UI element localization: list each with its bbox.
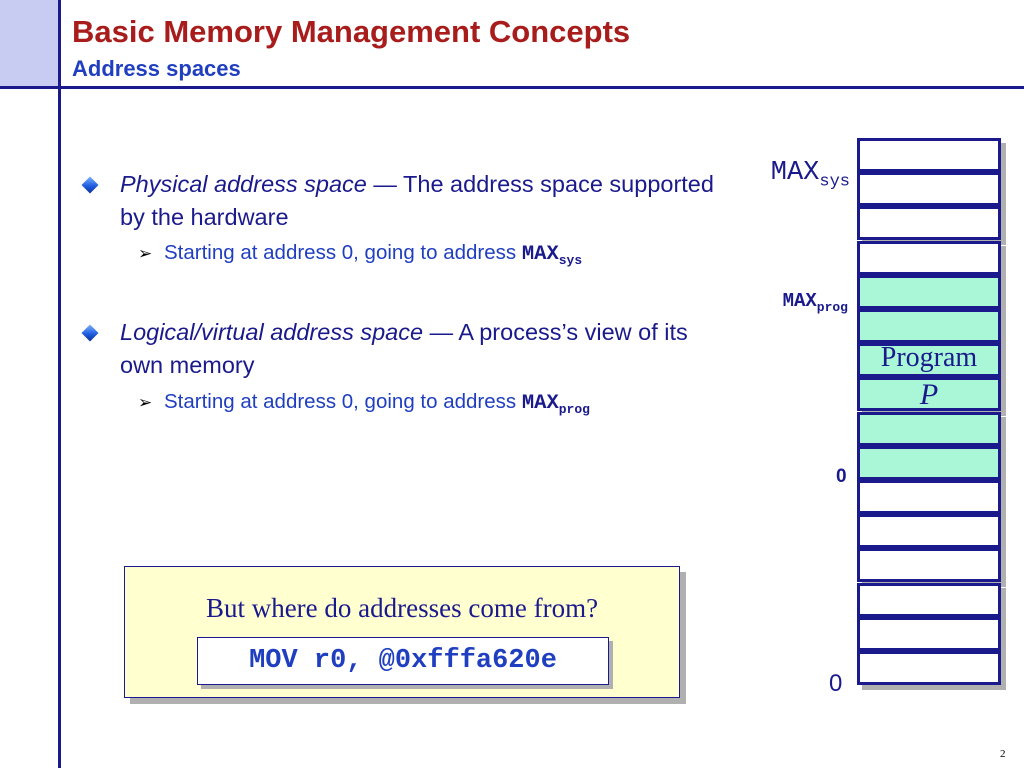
header-divider (58, 86, 1024, 89)
sub-bullet-text: Starting at address 0, going to address (164, 241, 522, 264)
physical-zero-label: 0 (829, 670, 843, 697)
memory-cell (857, 616, 1001, 651)
max-sys-text: MAX (770, 158, 820, 188)
bullet-term: Physical address space (120, 171, 367, 197)
code-text: MAX (521, 392, 559, 415)
left-divider (58, 86, 61, 768)
corner-decoration (0, 0, 61, 89)
memory-cell-program (857, 411, 1001, 446)
memory-cell-program (857, 343, 1001, 378)
program-label: Program (880, 342, 978, 373)
slide-title: Basic Memory Management Concepts (72, 14, 631, 49)
slide-subtitle: Address spaces (72, 56, 241, 81)
sub-bullet-physical: ➢ Starting at address 0, going to address… (138, 241, 582, 268)
sub-bullet-text: Starting at address 0, going to address (164, 390, 522, 413)
arrow-bullet-icon: ➢ (138, 244, 153, 263)
memory-cell-program (857, 309, 1001, 343)
bullet-term: Logical/virtual address space (120, 319, 424, 345)
memory-cell (857, 651, 1001, 685)
memory-cell (857, 480, 1001, 514)
memory-cell (857, 514, 1001, 549)
program-label-p: P (919, 378, 939, 411)
max-prog-label: MAXprog (783, 290, 848, 315)
max-sys-subscript: sys (819, 172, 850, 192)
bullet-description: A process’s view of its own memory (120, 319, 688, 378)
code-subscript: prog (558, 402, 590, 418)
max-prog-code: MAXprog (521, 392, 590, 418)
question-box: But where do addresses come from? MOV r0… (124, 566, 680, 698)
memory-cell (857, 582, 1001, 617)
bullet-physical-address-space: Physical address space — The address spa… (120, 168, 720, 234)
memory-cell (857, 172, 1001, 207)
bullet-description: The address space supported by the hardw… (120, 171, 714, 230)
memory-cell-program (857, 274, 1001, 309)
bullet-diamond-icon (81, 176, 99, 194)
memory-cell-program (857, 377, 1001, 412)
max-prog-text: MAX (782, 290, 817, 312)
page-number: 2 (1000, 748, 1006, 760)
code-box: MOV r0, @0xfffa620e (197, 637, 609, 685)
bullet-dash: — (423, 319, 459, 345)
arrow-bullet-icon: ➢ (138, 393, 153, 412)
question-text: But where do addresses come from? (205, 593, 599, 623)
memory-cell (857, 548, 1001, 583)
sub-bullet-logical: ➢ Starting at address 0, going to address… (138, 390, 590, 417)
bullet-dash: — (366, 171, 404, 197)
code-subscript: sys (558, 253, 583, 269)
max-prog-subscript: prog (816, 299, 848, 315)
memory-cell (857, 138, 1001, 172)
memory-cell (857, 240, 1001, 275)
code-text: MAX (521, 243, 559, 266)
max-sys-label: MAXsys (771, 158, 850, 191)
program-zero-label: 0 (836, 466, 847, 487)
bullet-diamond-icon (81, 324, 99, 342)
memory-cell (857, 206, 1001, 241)
memory-cell-program (857, 445, 1001, 480)
max-sys-code: MAXsys (521, 243, 583, 269)
bullet-logical-address-space: Logical/virtual address space — A proces… (120, 316, 720, 382)
